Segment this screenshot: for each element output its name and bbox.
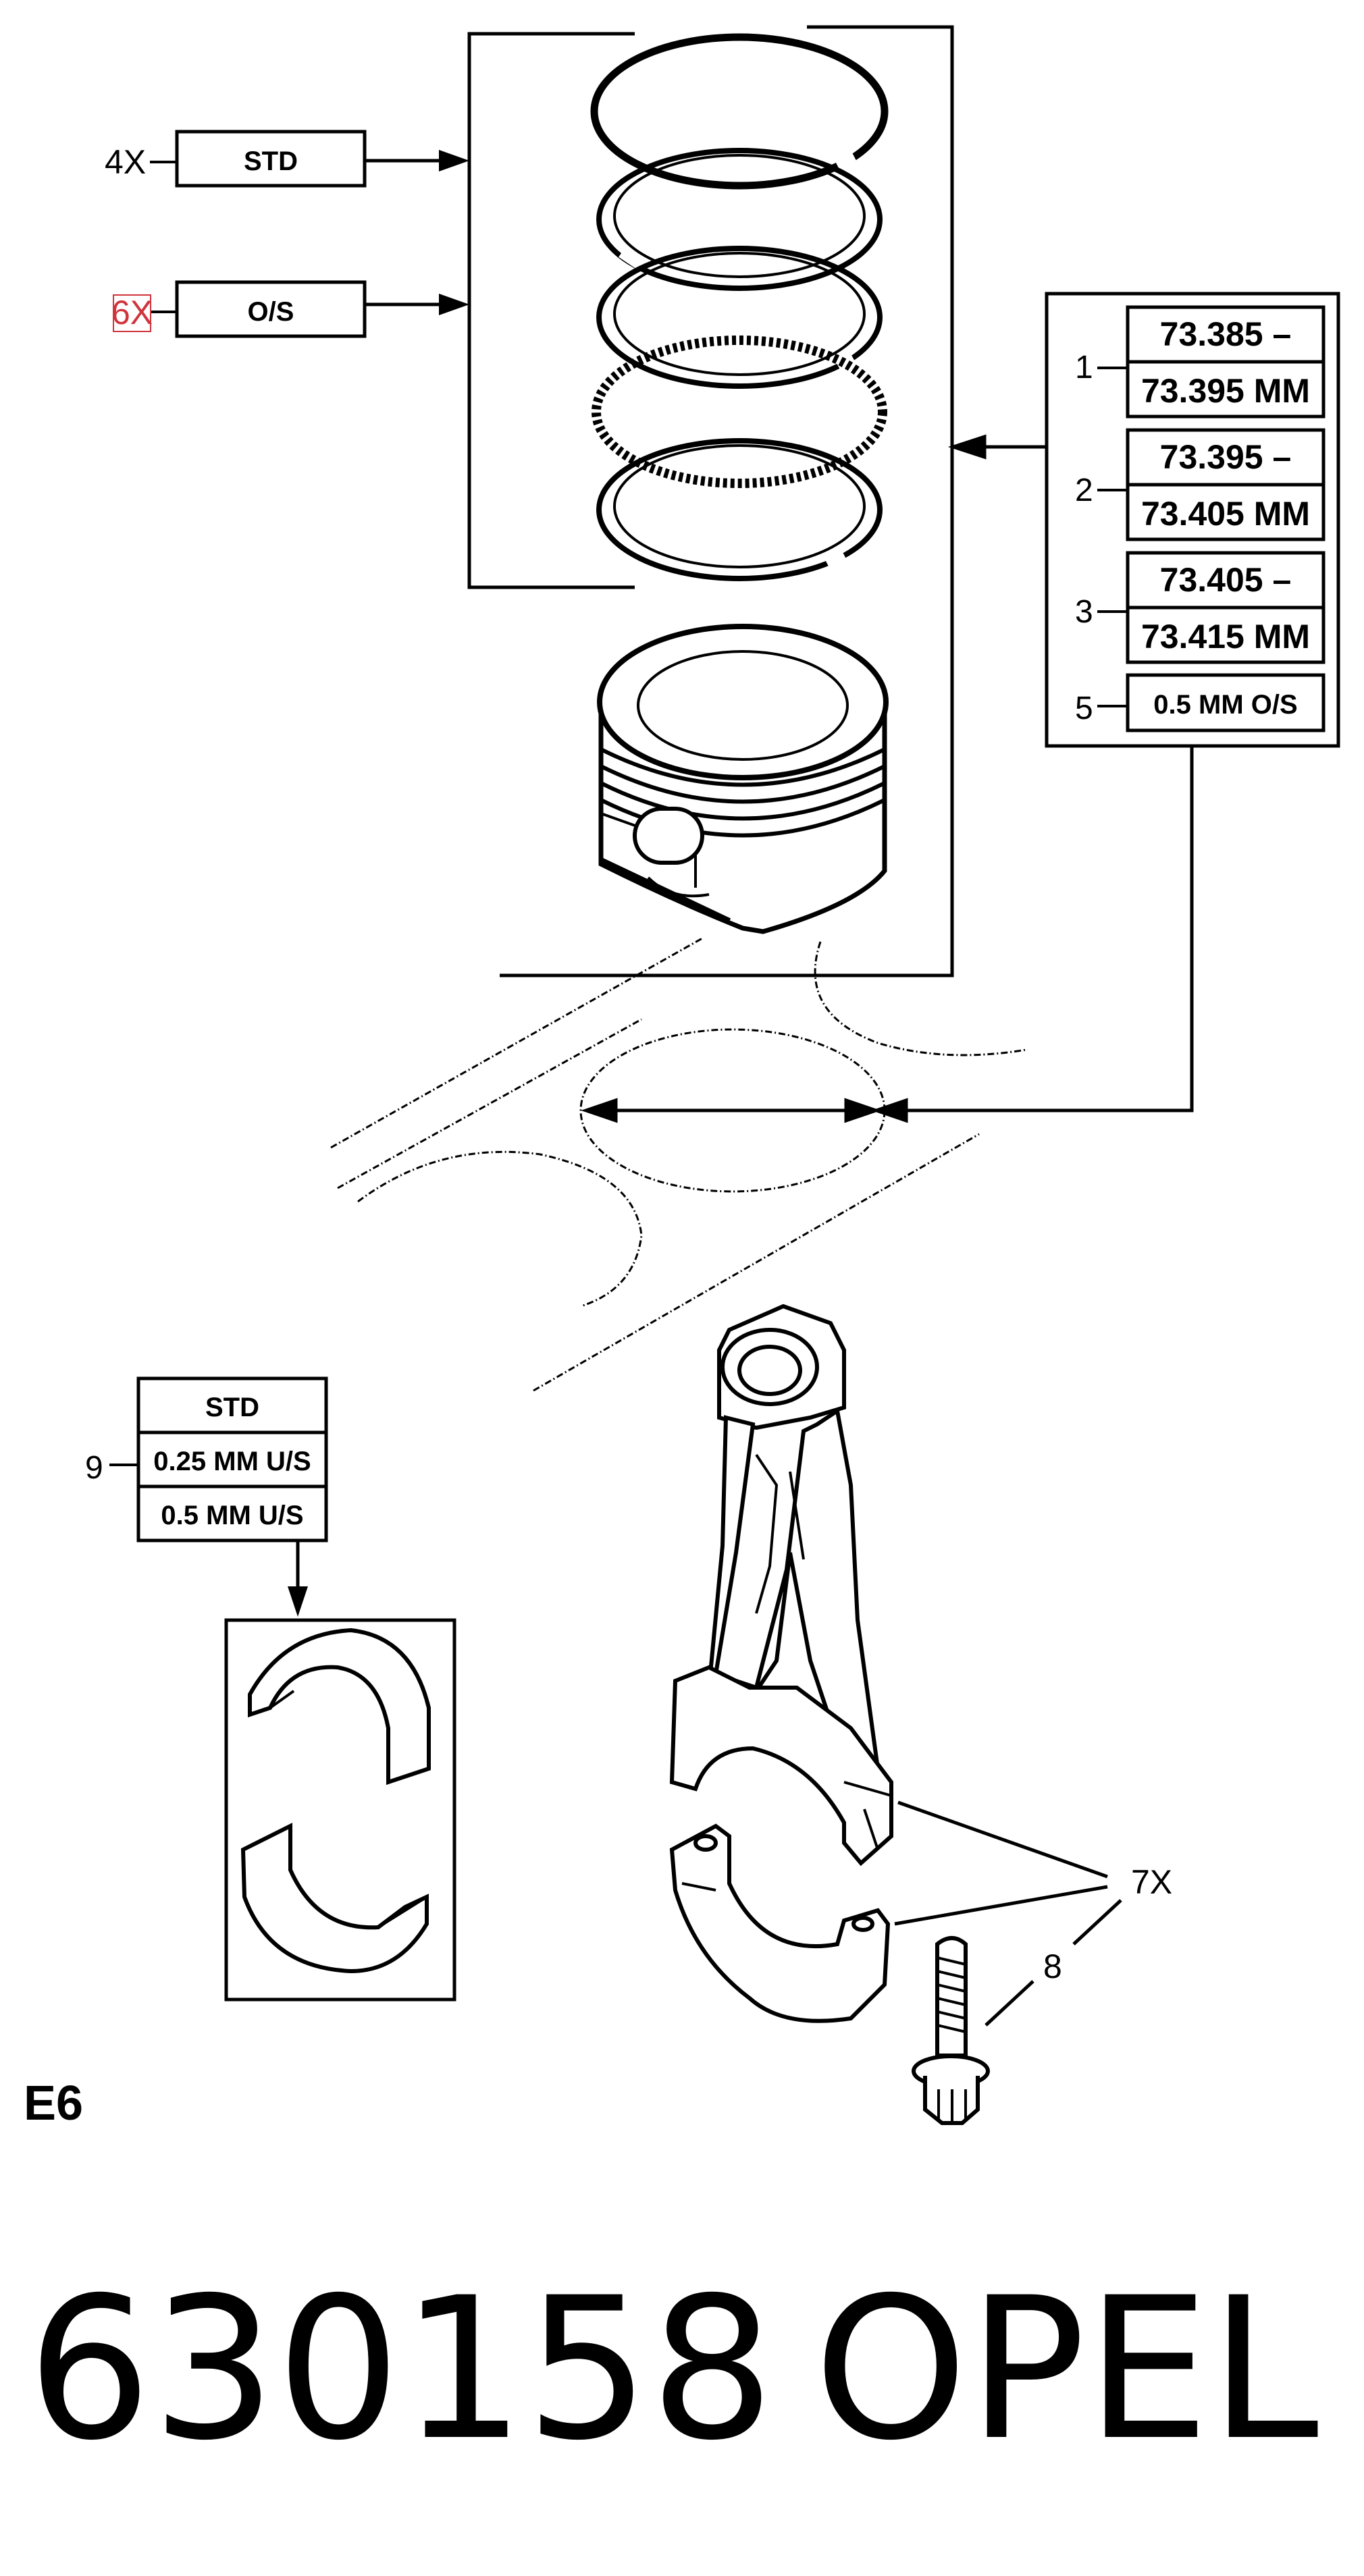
bearing-option-std: STD	[205, 1393, 259, 1422]
bearing-shell-upper	[248, 1628, 431, 1786]
brand-name: OPEL	[814, 2256, 1319, 2484]
connecting-rod	[669, 1304, 893, 2023]
svg-text:73.385 –: 73.385 –	[1160, 315, 1292, 353]
piston	[597, 624, 889, 934]
svg-text:73.405 –: 73.405 –	[1160, 561, 1292, 599]
oil-control-ring-expander	[592, 336, 887, 488]
con-rod-big-end	[669, 1665, 893, 1867]
ring-label-std: STD	[244, 146, 298, 176]
svg-text:73.415 MM: 73.415 MM	[1141, 618, 1310, 655]
piston-ring-second	[596, 148, 883, 291]
bearing-callout-number: 9	[85, 1450, 103, 1486]
piston-ring-bracket	[467, 25, 954, 977]
svg-text:73.395 MM: 73.395 MM	[1141, 372, 1310, 410]
cylinder-bore-outline	[330, 937, 1027, 1392]
part-number: 630158	[27, 2256, 775, 2484]
svg-text:3: 3	[1075, 594, 1093, 630]
bearing-option-05: 0.5 MM U/S	[161, 1501, 303, 1530]
bearing-option-025: 0.25 MM U/S	[153, 1447, 311, 1476]
ring-qty-std: 4X	[105, 143, 146, 181]
bore-size-2: 2 73.395 – 73.405 MM	[1075, 428, 1326, 541]
con-rod-small-end	[717, 1304, 846, 1430]
con-rod-leaders	[894, 1800, 1122, 2027]
bore-diameter-arrow	[581, 1098, 881, 1123]
con-rod-callout: 7X	[1131, 1863, 1172, 1901]
svg-text:73.395 –: 73.395 –	[1160, 438, 1292, 476]
ring-callout-os: 6X O/S	[111, 280, 469, 338]
ring-callout-std: 4X STD	[105, 130, 469, 188]
oil-control-ring-rail	[596, 438, 883, 581]
ring-label-os: O/S	[248, 297, 294, 327]
piston-ring-top	[590, 33, 889, 190]
qty-highlight-box	[113, 294, 151, 332]
bolt-callout: 8	[1043, 1948, 1062, 1985]
bearing-shells	[224, 1618, 456, 2002]
bore-size-leader	[871, 434, 1194, 1123]
bore-size-3: 3 73.405 – 73.415 MM	[1075, 551, 1326, 664]
bearing-size-table: 9 STD 0.25 MM U/S 0.5 MM U/S	[85, 1376, 328, 1617]
ring-qty-os: 6X	[111, 294, 153, 331]
svg-text:2: 2	[1075, 473, 1093, 508]
svg-text:1: 1	[1075, 350, 1093, 385]
engine-code: E6	[24, 2076, 83, 2130]
svg-text:0.5 MM O/S: 0.5 MM O/S	[1153, 690, 1297, 720]
piston-ring-third	[596, 246, 883, 389]
svg-text:5: 5	[1075, 691, 1093, 726]
bearing-shell-lower	[240, 1823, 429, 1974]
bore-size-5: 5 0.5 MM O/S	[1075, 673, 1326, 732]
piston-rings	[590, 33, 889, 581]
bore-size-1: 1 73.385 – 73.395 MM	[1075, 305, 1326, 419]
con-rod-bolt	[912, 1936, 990, 2125]
svg-text:73.405 MM: 73.405 MM	[1141, 495, 1310, 533]
con-rod-cap	[669, 1823, 891, 2023]
bore-size-table: 1 73.385 – 73.395 MM 2 73.395 – 73.405 M…	[1045, 292, 1340, 748]
